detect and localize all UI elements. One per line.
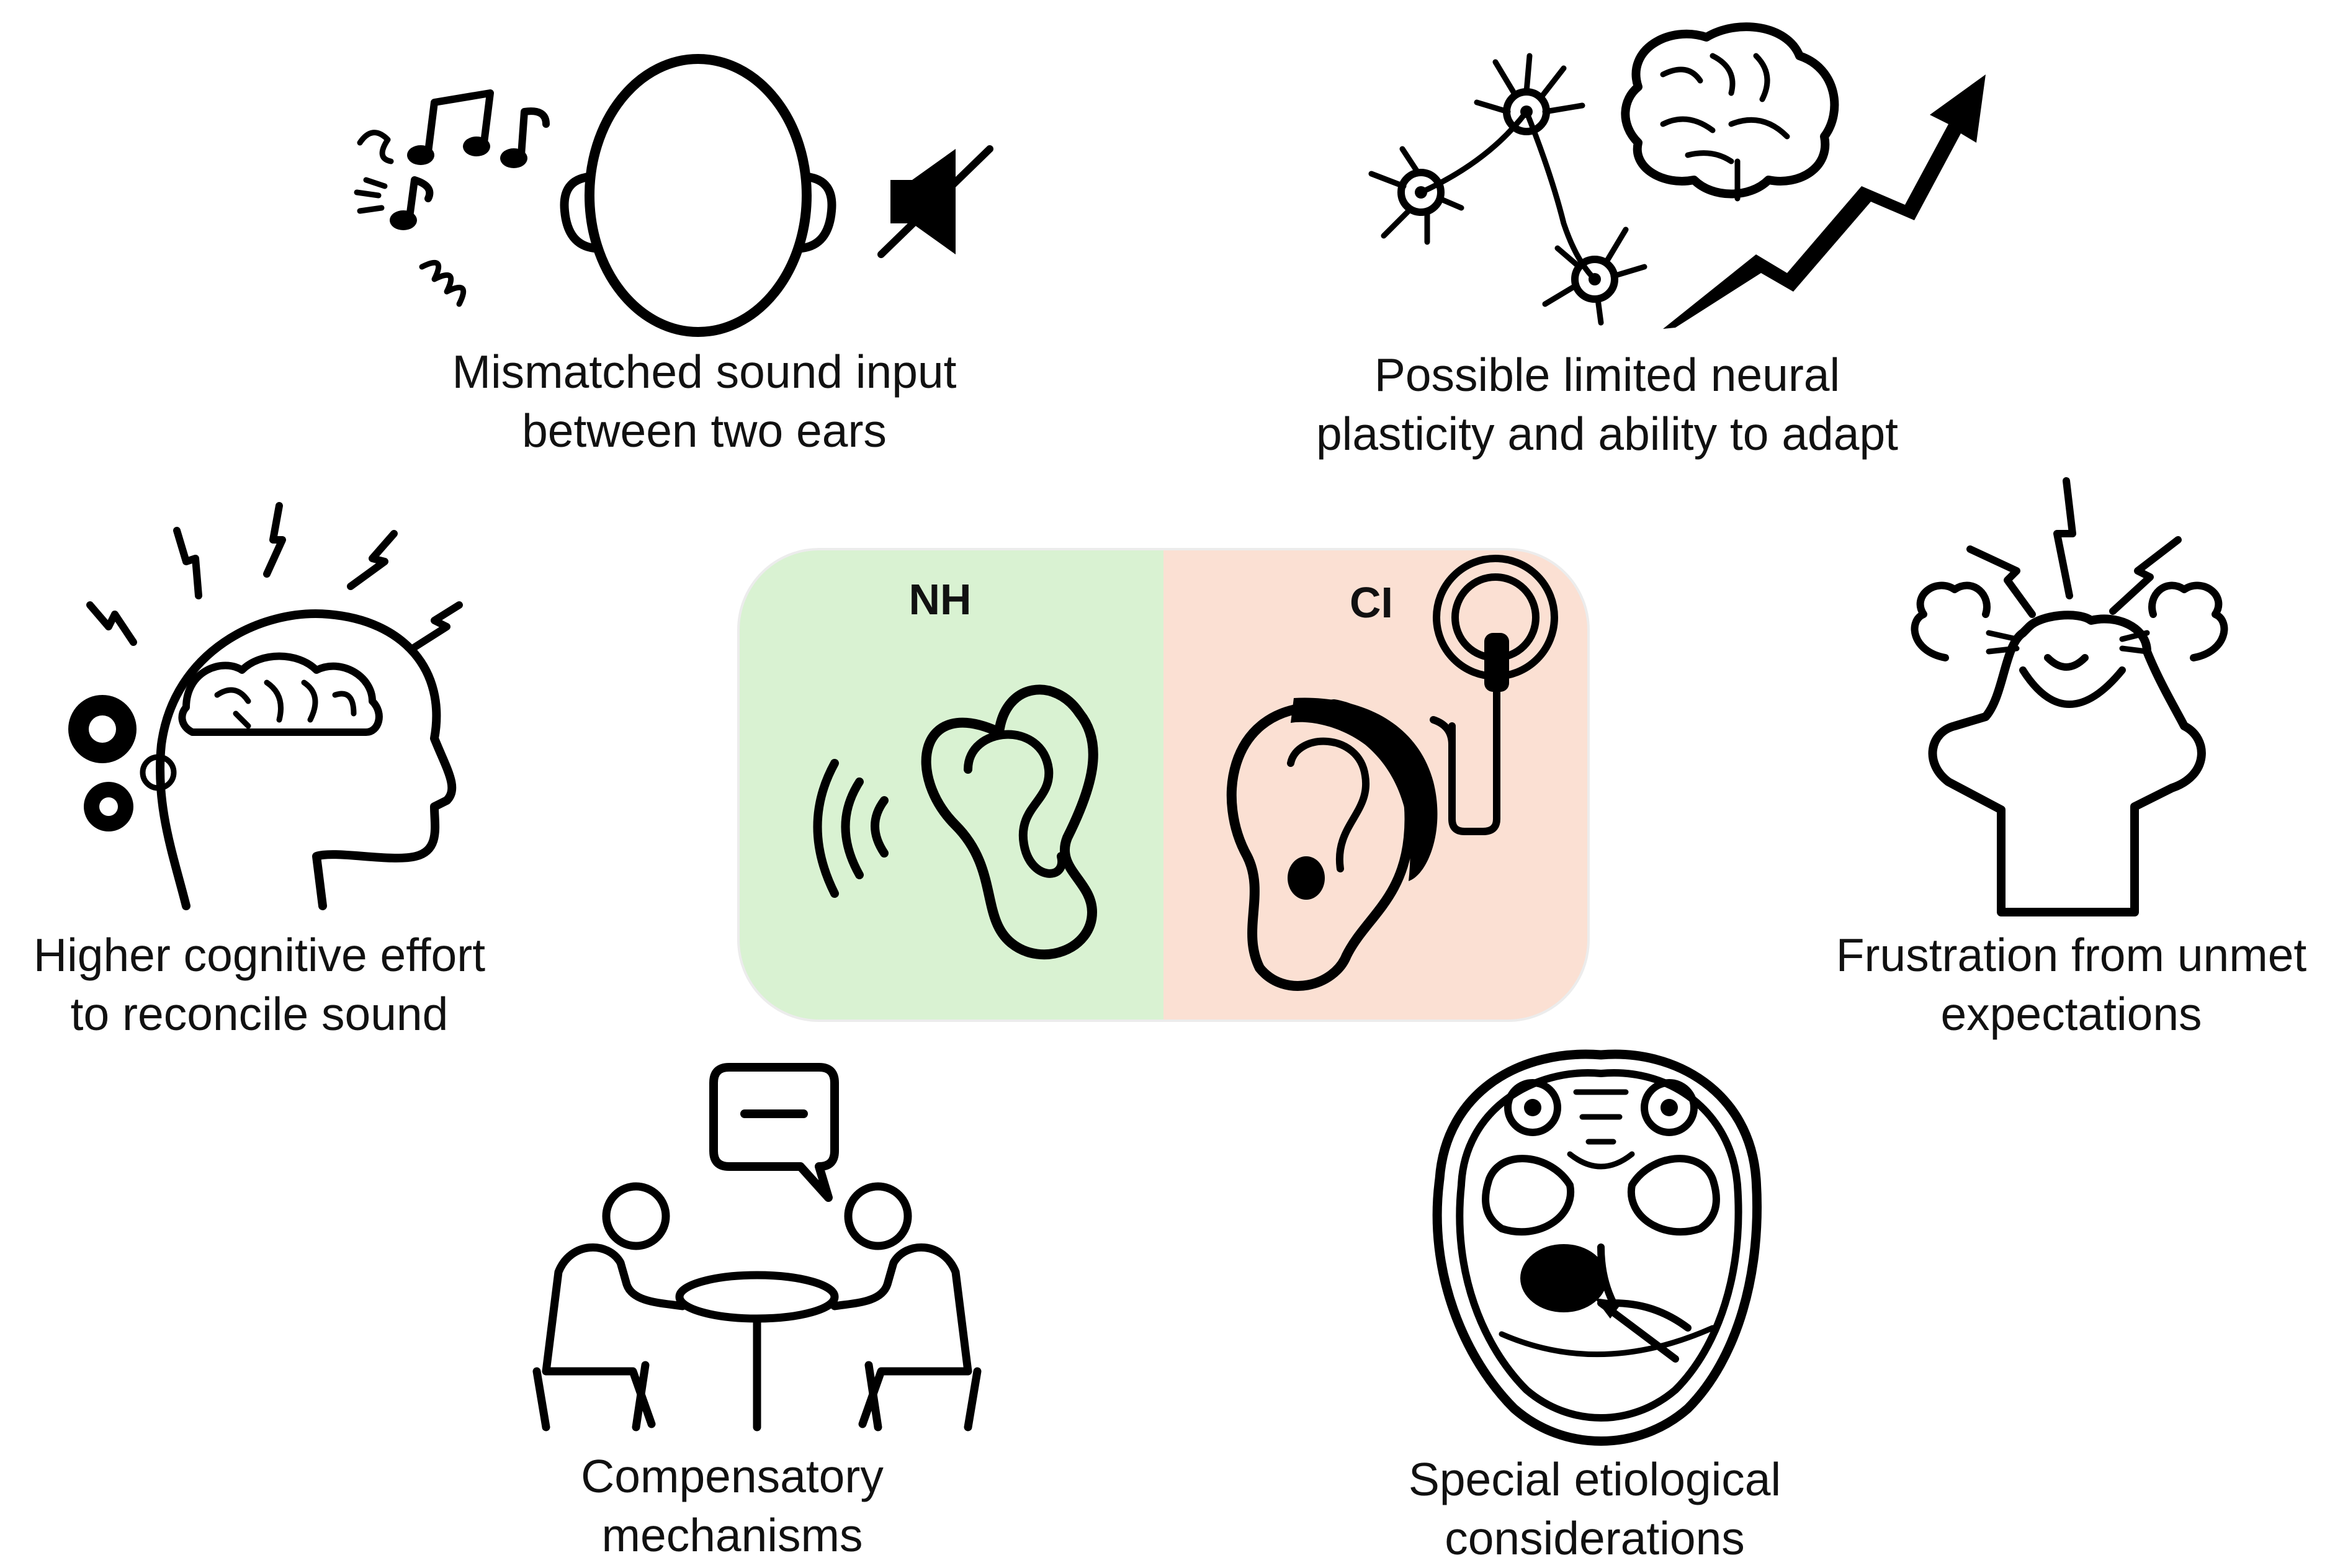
head-with-music-and-muted-speaker-icon	[354, 54, 993, 337]
cognitive-label-line2: to reconcile sound	[71, 988, 449, 1040]
etiological-label-line1: Special etiological	[1409, 1453, 1781, 1505]
frustrated-person-icon	[1911, 477, 2228, 916]
two-people-conversation-icon	[532, 1063, 982, 1431]
neurons-brain-and-rising-arrow-icon	[1368, 22, 1986, 329]
plasticity-label-line2: plasticity and ability to adapt	[1316, 408, 1898, 460]
music-notes-icon	[354, 89, 550, 307]
neurons-icon	[1368, 53, 1647, 326]
plasticity-label-line1: Possible limited neural	[1374, 349, 1840, 401]
ci-label: CI	[1350, 578, 1393, 627]
frustration-label-line1: Frustration from unmet	[1836, 929, 2307, 981]
center-panel: NH CI	[737, 548, 1590, 1022]
compensatory-label-line1: Compensatory	[581, 1450, 884, 1502]
mismatched-label-line1: Mismatched sound input	[452, 346, 957, 398]
compensatory-label-line2: mechanisms	[602, 1509, 863, 1561]
lightning-bolts-icon	[86, 502, 463, 652]
brain-icon	[1621, 22, 1839, 202]
normal-hearing-ear-icon	[813, 684, 1098, 960]
rising-arrow-icon	[1663, 74, 1986, 329]
etiological-label-line2: considerations	[1445, 1512, 1745, 1564]
mismatched-label-line2: between two ears	[522, 405, 887, 457]
frustration-label-line2: expectations	[1940, 988, 2202, 1040]
head-with-brain-and-gears-icon	[68, 502, 463, 910]
nh-label: NH	[908, 575, 971, 624]
brain-scan-cross-section-icon	[1432, 1049, 1762, 1446]
cochlear-implant-ear-icon	[1226, 555, 1558, 991]
muted-speaker-icon	[877, 145, 993, 258]
gears-icon	[68, 695, 177, 831]
cognitive-label-line1: Higher cognitive effort	[34, 929, 485, 981]
